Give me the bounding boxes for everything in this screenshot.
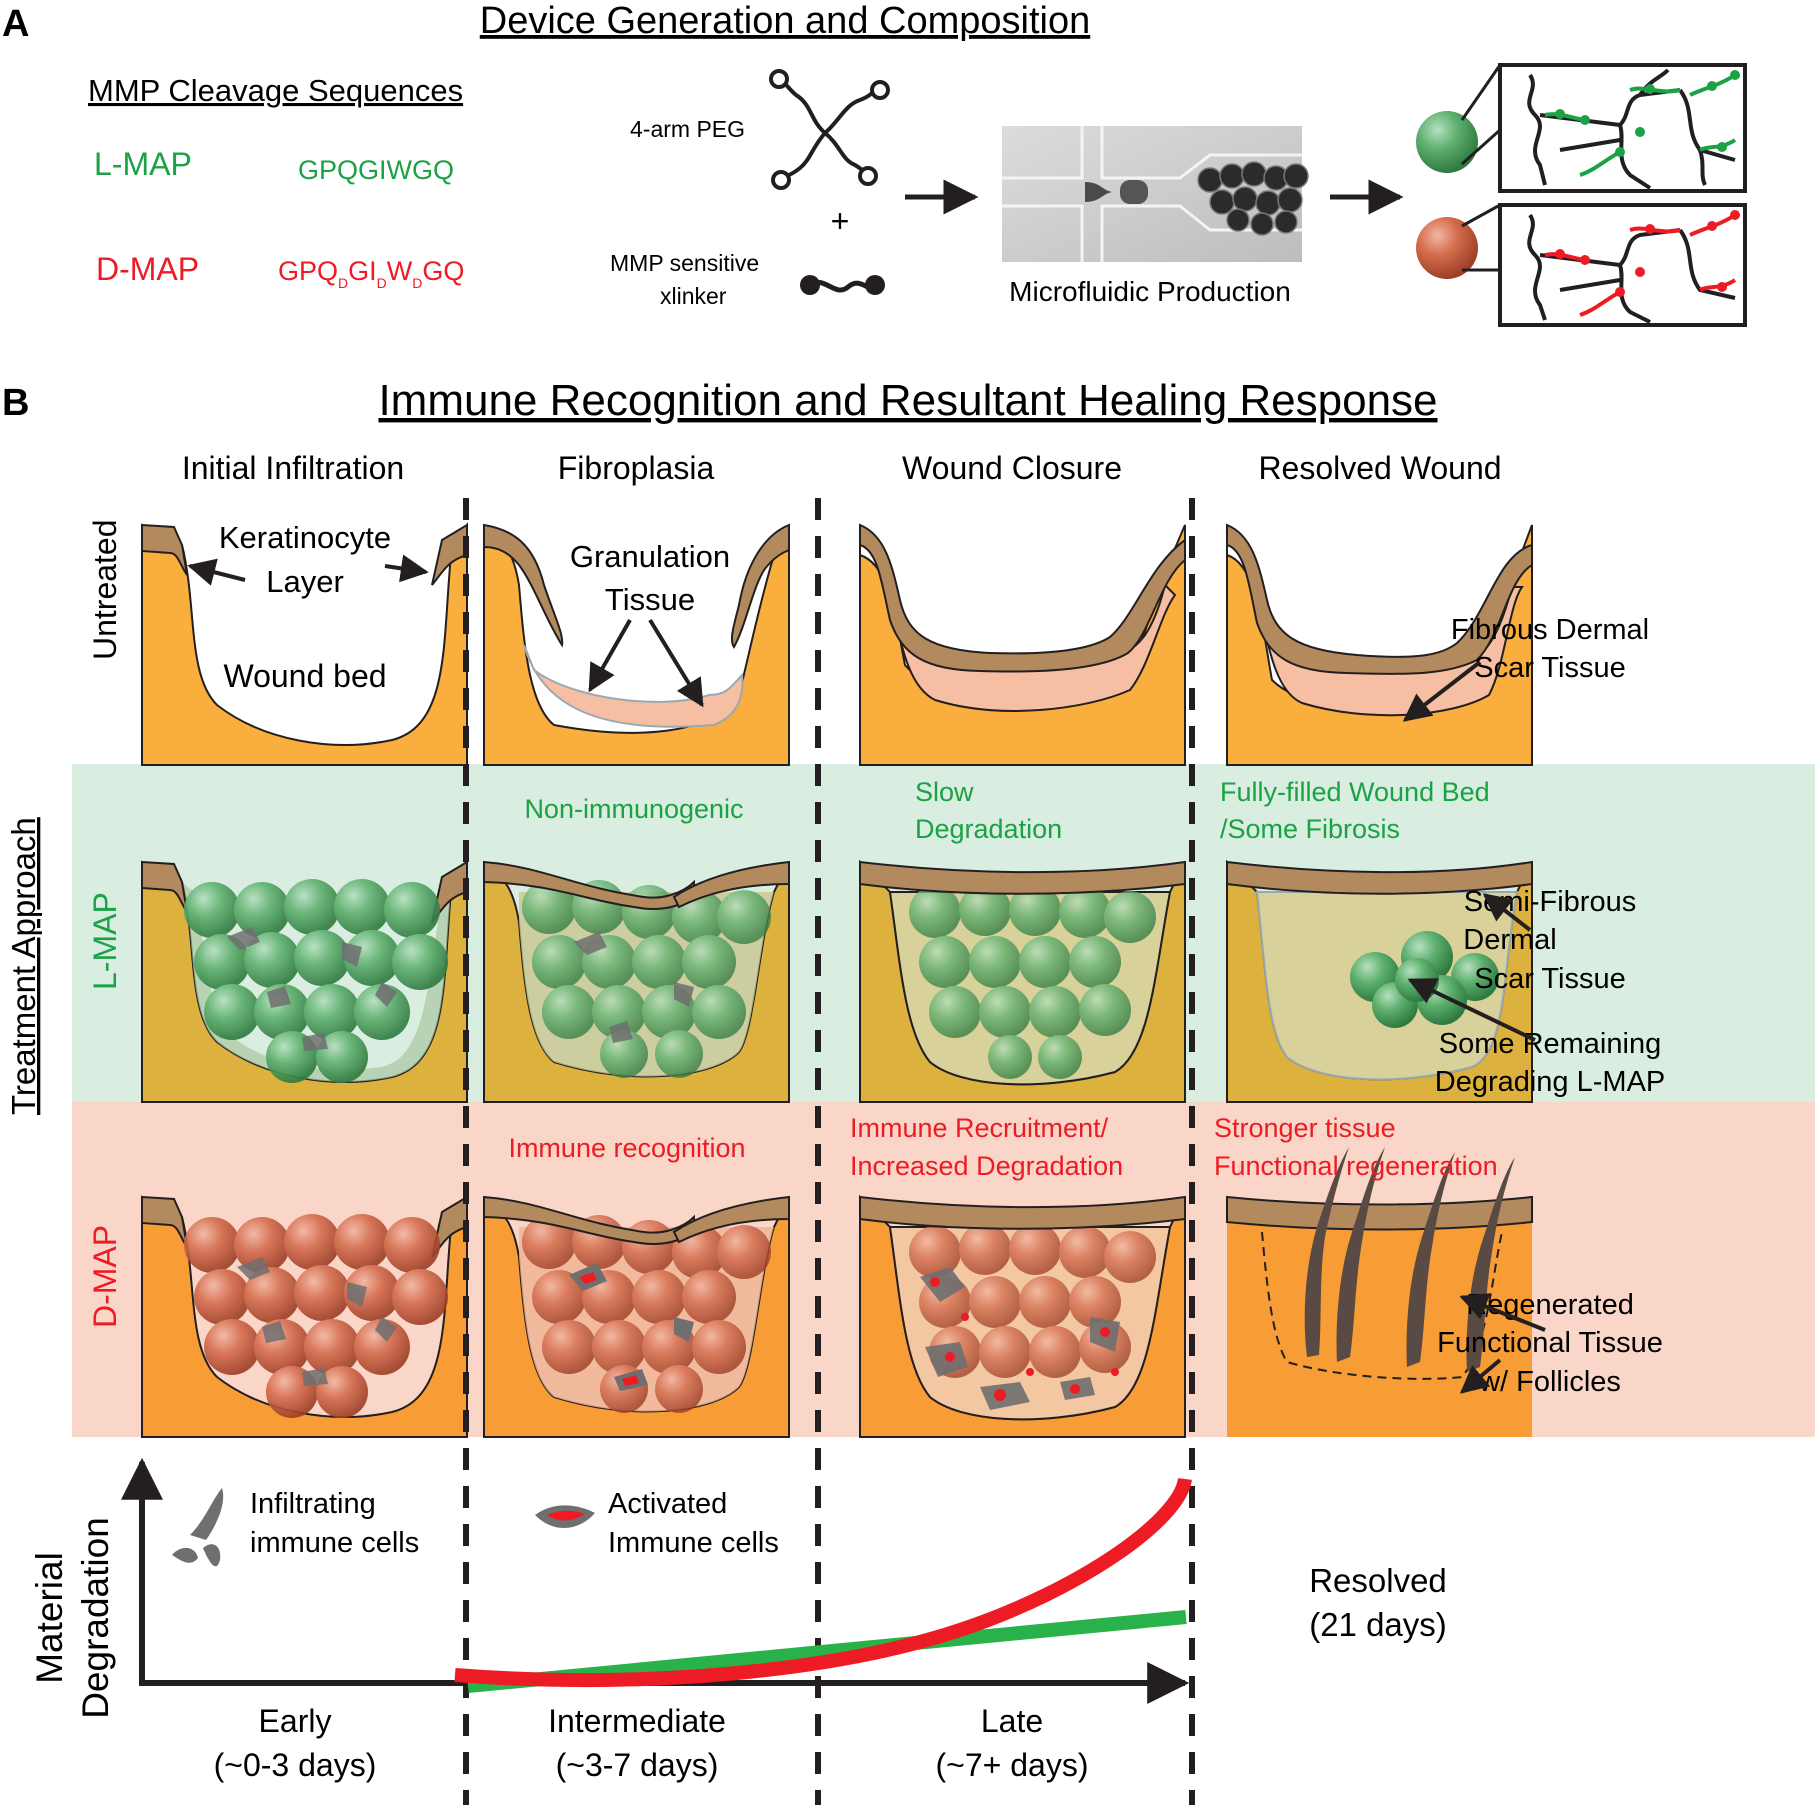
graph-ylabel-1: Material (29, 1552, 70, 1684)
xlinker-label-2: xlinker (660, 283, 727, 309)
graph-ylabel-2: Degradation (75, 1517, 116, 1719)
phase-dividers (463, 498, 1195, 1805)
phase-late-days: (~7+ days) (936, 1747, 1089, 1783)
regenerated-arrow-1 (1459, 1293, 1546, 1332)
dmap-degradation-line (454, 1477, 1192, 1687)
semi-fibrous-arrow (1482, 893, 1532, 932)
fibrous-label-1: Fibrous Dermal (1451, 614, 1649, 646)
legend-infiltrating-1: Infiltrating (250, 1488, 376, 1520)
immune-recruitment-label-2: Increased Degradation (850, 1151, 1123, 1181)
treatment-approach-label: Treatment Approach (5, 817, 42, 1115)
keratinocyte-arrow-right (384, 554, 429, 583)
panel-a-letter: A (2, 3, 29, 45)
dmap-resolved-wound (1226, 1147, 1533, 1437)
semi-fibrous-label-3: Scar Tissue (1474, 963, 1626, 995)
semi-fibrous-label-1: Semi-Fibrous (1464, 886, 1636, 918)
crosslinker-icon (800, 275, 885, 295)
lmap-bead-icon (1416, 64, 1502, 173)
resolved-label-2: (21 days) (1309, 1606, 1447, 1643)
panel-a-title: Device Generation and Composition (480, 0, 1090, 42)
legend-activated-1: Activated (608, 1488, 727, 1520)
row-lmap: L-MAP (87, 892, 123, 990)
phase-intermediate-label: Intermediate (548, 1703, 726, 1739)
dmap-fibroplasia-wound (483, 1195, 790, 1438)
column-resolved-wound: Resolved Wound (1258, 450, 1501, 486)
peg-molecule-icon (769, 69, 890, 190)
regenerated-arrow-2 (1459, 1358, 1502, 1394)
keratinocyte-label-1: Keratinocyte (219, 520, 391, 555)
non-immunogenic-label: Non-immunogenic (524, 794, 743, 824)
activated-cells-icon (535, 1505, 595, 1528)
wound-bed-label: Wound bed (223, 658, 386, 694)
slow-label-1: Slow (915, 777, 974, 807)
dmap-initial-wound (141, 1194, 468, 1438)
immune-recognition-label: Immune recognition (508, 1133, 745, 1163)
keratinocyte-arrow-left (187, 558, 246, 586)
lmap-resolved-wound (1226, 859, 1533, 1103)
phase-early-days: (~0-3 days) (214, 1747, 377, 1783)
dmap-sequence: GPQDGIDWDGQ (278, 256, 464, 291)
microfluidic-image (1002, 126, 1309, 262)
fibrous-arrow (1402, 660, 1482, 722)
resolved-label-1: Resolved (1309, 1562, 1447, 1599)
granulation-arrow-left (588, 619, 632, 693)
infiltrating-cells-icon (172, 1488, 224, 1567)
remaining-label-1: Some Remaining (1439, 1028, 1661, 1060)
semi-fibrous-label-2: Dermal (1463, 924, 1556, 956)
phase-late-label: Late (981, 1703, 1043, 1739)
filled-label-2: /Some Fibrosis (1220, 814, 1400, 844)
dmap-name: D-MAP (96, 251, 199, 287)
stronger-tissue-label-1: Stronger tissue (1214, 1113, 1396, 1143)
keratinocyte-label-2: Layer (266, 564, 344, 599)
phase-intermediate-days: (~3-7 days) (556, 1747, 719, 1783)
fibrous-label-2: Scar Tissue (1474, 652, 1626, 684)
dmap-closure-wound (859, 1194, 1186, 1438)
xlinker-label-1: MMP sensitive (610, 250, 759, 276)
remaining-arrow (1407, 978, 1536, 1042)
lmap-name: L-MAP (94, 146, 192, 182)
column-initial-infiltration: Initial Infiltration (182, 450, 404, 486)
row-untreated: Untreated (87, 519, 123, 660)
dmap-bead-icon (1416, 203, 1501, 279)
panel-b-title: Immune Recognition and Resultant Healing… (378, 376, 1437, 425)
column-wound-closure: Wound Closure (902, 450, 1122, 486)
legend-infiltrating-2: immune cells (250, 1527, 419, 1559)
lmap-fibroplasia-wound (483, 860, 790, 1103)
untreated-initial-wound (141, 522, 468, 766)
regenerated-label-2: Functional Tissue (1437, 1327, 1663, 1359)
lmap-network-box (1498, 63, 1747, 193)
microfluidic-label: Microfluidic Production (1009, 276, 1291, 307)
column-fibroplasia: Fibroplasia (558, 450, 715, 486)
peg-label: 4-arm PEG (630, 116, 745, 142)
remaining-label-2: Degrading L-MAP (1435, 1066, 1666, 1098)
dmap-network-box (1498, 203, 1747, 327)
phase-early-label: Early (259, 1703, 332, 1739)
slow-label-2: Degradation (915, 814, 1062, 844)
legend-activated-2: Immune cells (608, 1527, 779, 1559)
granulation-arrow-right (648, 618, 704, 708)
row-dmap: D-MAP (87, 1225, 123, 1328)
regenerated-label-1: Regenerated (1466, 1289, 1634, 1321)
granulation-label-1: Granulation (570, 539, 730, 574)
lmap-sequence: GPQGIWGQ (298, 155, 454, 185)
lmap-bead-cluster-initial (184, 879, 448, 1083)
immune-recruitment-label-1: Immune Recruitment/ (850, 1113, 1109, 1143)
lmap-closure-wound (859, 859, 1186, 1103)
granulation-label-2: Tissue (605, 582, 695, 617)
plus-sign: + (831, 203, 850, 239)
regenerated-label-3: w/ Follicles (1478, 1366, 1621, 1398)
untreated-closure-wound (859, 523, 1186, 766)
panel-b-letter: B (2, 382, 29, 424)
seq-header: MMP Cleavage Sequences (88, 73, 463, 108)
filled-label-1: Fully-filled Wound Bed (1220, 777, 1490, 807)
stronger-tissue-label-2: Functional regeneration (1214, 1151, 1498, 1181)
